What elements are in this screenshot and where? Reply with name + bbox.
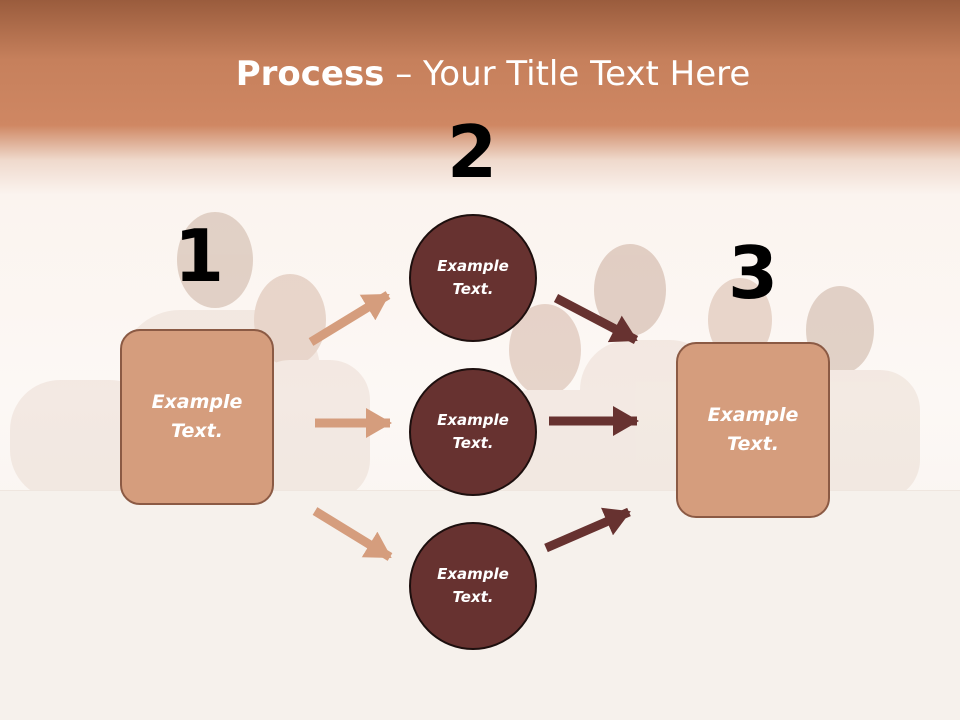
step-1-box: Example Text. bbox=[120, 329, 274, 505]
step-2-circle-middle: Example Text. bbox=[409, 368, 537, 496]
circle-text-line2: Text. bbox=[452, 280, 494, 298]
arrow-top-to-3 bbox=[553, 294, 639, 344]
step-number-3: 3 bbox=[727, 231, 779, 315]
circle-text-line1: Example bbox=[437, 257, 509, 275]
title-bold: Process bbox=[235, 54, 385, 94]
box-text-line2: Text. bbox=[727, 433, 779, 455]
box-text-line1: Example bbox=[151, 391, 243, 413]
box-text-line2: Text. bbox=[171, 420, 223, 442]
step-3-box: Example Text. bbox=[676, 342, 830, 518]
circle-text-line2: Text. bbox=[452, 434, 494, 452]
circle-text-line1: Example bbox=[437, 411, 509, 429]
circle-text-line2: Text. bbox=[452, 588, 494, 606]
circle-text-line1: Example bbox=[437, 565, 509, 583]
step-2-circle-bottom: Example Text. bbox=[409, 522, 537, 650]
step-number-1: 1 bbox=[173, 214, 225, 298]
page-title: Process – Your Title Text Here bbox=[0, 52, 960, 96]
arrow-bottom-to-3 bbox=[544, 507, 631, 553]
box-text-line1: Example bbox=[707, 404, 799, 426]
step-2-circle-top: Example Text. bbox=[409, 214, 537, 342]
arrow-1-to-bottom bbox=[312, 507, 393, 561]
step-number-2: 2 bbox=[446, 110, 498, 194]
title-rest: – Your Title Text Here bbox=[384, 54, 751, 94]
arrow-1-to-top bbox=[308, 291, 391, 346]
